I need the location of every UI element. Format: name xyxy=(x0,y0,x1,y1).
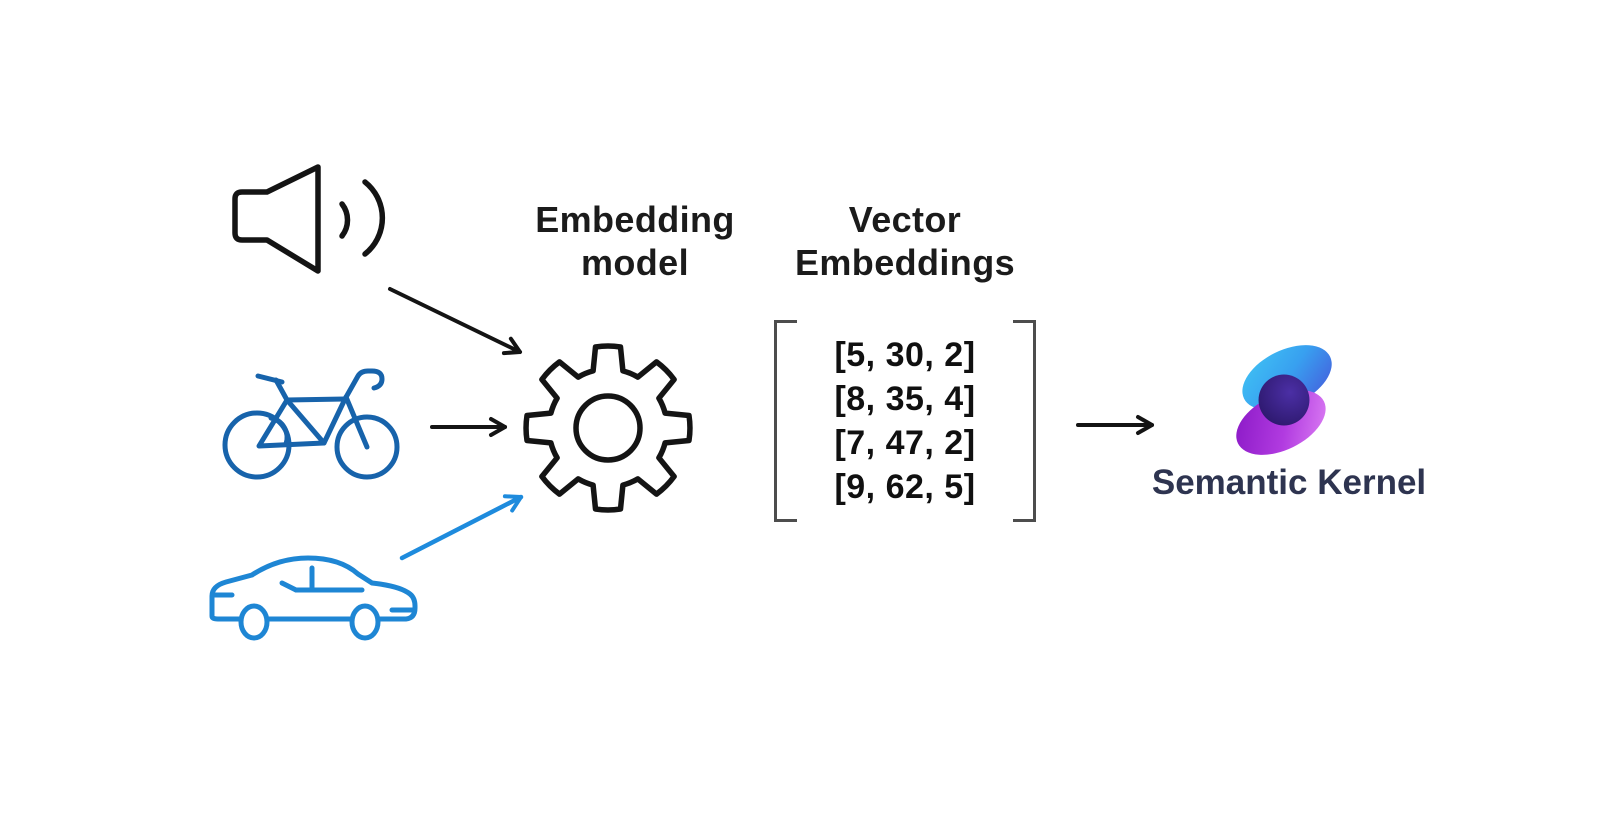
car-front-wheel xyxy=(349,603,381,641)
sound-wave-large-icon xyxy=(362,179,386,257)
gear-outline xyxy=(523,343,693,513)
logo-core-sphere xyxy=(1258,374,1310,426)
gear-icon xyxy=(523,343,693,513)
car-body xyxy=(209,555,418,622)
bicycle-front-wheel xyxy=(334,414,400,480)
vector-embeddings-label: Vector Embeddings xyxy=(755,198,1055,284)
matrix-right-bracket xyxy=(1013,320,1036,522)
gear-center-hole xyxy=(573,393,643,463)
bicycle-fork xyxy=(343,394,370,450)
car-windshield-line xyxy=(279,580,299,593)
bicycle-handlebar xyxy=(342,368,385,402)
semantic-kernel-label: Semantic Kernel xyxy=(1151,463,1427,502)
matrix-row: [7, 47, 2] xyxy=(834,424,976,462)
matrix-rows: [5, 30, 2] [8, 35, 4] [7, 47, 2] [9, 62,… xyxy=(774,320,1036,522)
matrix-row: [8, 35, 4] xyxy=(834,380,976,418)
vector-matrix: [5, 30, 2] [8, 35, 4] [7, 47, 2] [9, 62,… xyxy=(774,320,1036,522)
vector-embeddings-line1: Vector xyxy=(848,199,962,240)
bicycle-top-tube xyxy=(284,396,348,403)
sound-wave-small-icon xyxy=(339,201,351,239)
matrix-row: [9, 62, 5] xyxy=(834,468,976,506)
matrix-row: [5, 30, 2] xyxy=(834,336,976,374)
arrow-speaker-to-model xyxy=(388,287,522,356)
embedding-model-label: Embedding model xyxy=(485,198,785,284)
embedding-model-line2: model xyxy=(580,242,689,283)
speaker-body xyxy=(232,164,321,274)
semantic-kernel-logo xyxy=(1236,345,1332,455)
bicycle-down-tube xyxy=(321,396,348,446)
vector-embeddings-line2: Embeddings xyxy=(794,242,1016,283)
speaker-icon xyxy=(232,164,386,274)
car-rear-wheel xyxy=(238,603,270,641)
bicycle-seat-post xyxy=(273,377,290,403)
bicycle-frame xyxy=(256,397,327,449)
bicycle-icon xyxy=(222,368,400,480)
bicycle-crank-arc xyxy=(268,415,290,447)
car-icon xyxy=(209,555,418,641)
embedding-model-line1: Embedding xyxy=(535,199,735,240)
matrix-left-bracket xyxy=(774,320,797,522)
